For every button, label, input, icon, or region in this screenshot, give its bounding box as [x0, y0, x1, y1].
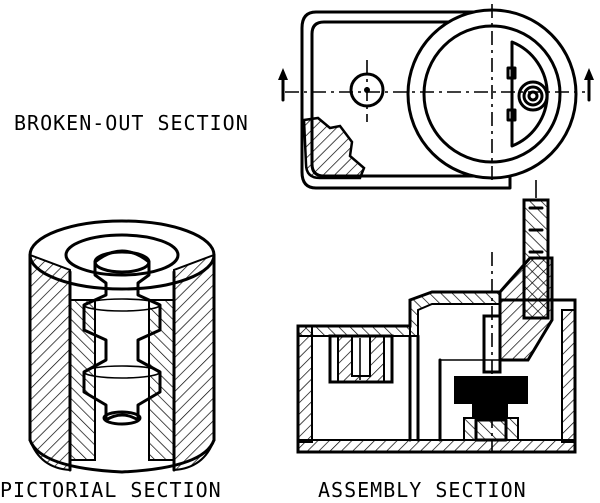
assembly-section-view: [296, 180, 577, 454]
label-broken-out-section: BROKEN-OUT SECTION: [14, 111, 249, 135]
label-pictorial-section: PICTORIAL SECTION: [0, 478, 222, 502]
broken-out-section-view: [278, 4, 594, 190]
label-assembly-section: ASSEMBLY SECTION: [318, 478, 527, 502]
pictorial-section-view: [28, 219, 216, 474]
